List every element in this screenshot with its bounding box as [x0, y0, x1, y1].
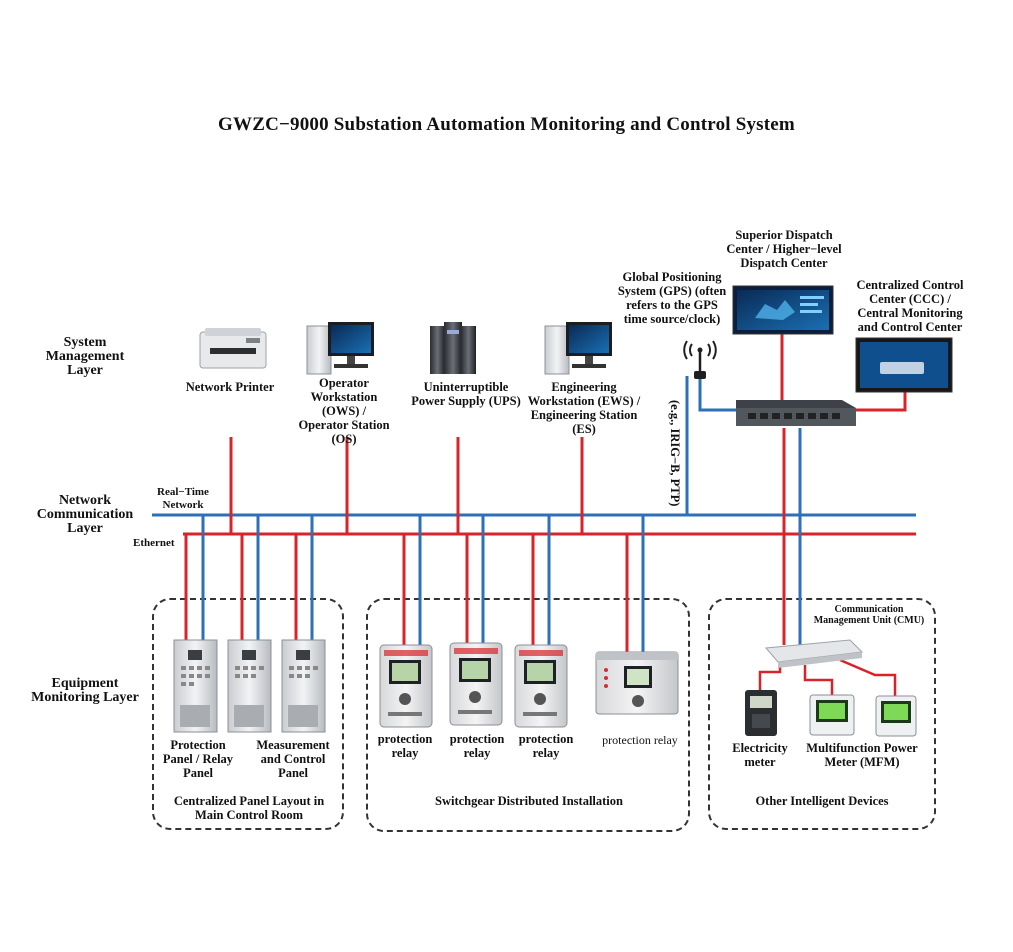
- layer-label-equipment: Equipment Monitoring Layer: [31, 676, 139, 705]
- page-title: GWZC−9000 Substation Automation Monitori…: [218, 114, 795, 135]
- dispatch-label: Superior Dispatch Center / Higher−level …: [726, 228, 842, 270]
- protection-relay-2-icon: [449, 642, 503, 726]
- network-switch-icon: [736, 400, 856, 426]
- printer-icon: [199, 328, 267, 369]
- ups-icon: [430, 322, 476, 374]
- electricity-meter-icon: [745, 690, 777, 736]
- group-other-label: Other Intelligent Devices: [755, 794, 889, 808]
- gps-antenna-icon: [683, 340, 717, 379]
- multifunction-meter-icon: [809, 694, 855, 736]
- relay4-label: protection relay: [602, 733, 678, 747]
- relay1-label: protection relay: [377, 732, 433, 760]
- mfm-label: Multifunction Power Meter (MFM): [806, 741, 918, 769]
- printer-label: Network Printer: [185, 380, 275, 394]
- system-drops: [229, 333, 907, 645]
- group-switchgear: [366, 598, 690, 832]
- realtime-network-label: Real−Time Network: [157, 486, 209, 511]
- group-centralized-panel: [152, 598, 344, 830]
- panel-drops: [184, 515, 314, 640]
- protection-panel-label: Protection Panel / Relay Panel: [162, 738, 234, 780]
- group-other-devices: [708, 598, 936, 830]
- cmu-label: Communication Management Unit (CMU): [813, 604, 925, 626]
- group-panel-label: Centralized Panel Layout in Main Control…: [173, 794, 325, 822]
- group-switchgear-label: Switchgear Distributed Installation: [435, 794, 623, 808]
- relay-drops: [402, 515, 645, 652]
- multifunction-meter-2-icon: [875, 695, 917, 737]
- workstation-icon: [306, 322, 374, 375]
- relay2-label: protection relay: [449, 732, 505, 760]
- protection-panel-icon: [173, 639, 218, 733]
- protection-relay-1-icon: [379, 644, 433, 728]
- measurement-panel-icon: [281, 639, 326, 733]
- ews-label: Engineering Workstation (EWS) / Engineer…: [527, 380, 641, 436]
- layer-label-network: Network Communication Layer: [36, 493, 134, 536]
- gps-protocol-label: (e.g., IRIG−B, PTP): [668, 399, 682, 507]
- protection-relay-4-icon: [595, 651, 679, 715]
- relay3-label: protection relay: [518, 732, 574, 760]
- ups-label: Uninterruptible Power Supply (UPS): [411, 380, 521, 408]
- ethernet-label: Ethernet: [133, 537, 175, 549]
- measurement-panel-label: Measurement and Control Panel: [256, 738, 330, 780]
- dispatch-display-icon: [732, 285, 834, 335]
- meter-label: Electricity meter: [732, 741, 788, 769]
- engineering-workstation-icon: [544, 322, 612, 375]
- ccc-display-icon: [855, 337, 953, 393]
- protection-relay-3-icon: [514, 644, 568, 728]
- relay-panel-icon: [227, 639, 272, 733]
- cmu-icon: [764, 639, 864, 668]
- layer-label-system: System Management Layer: [45, 335, 125, 378]
- gps-label: Global Positioning System (GPS) (often r…: [617, 270, 727, 326]
- ows-label: Operator Workstation (OWS) / Operator St…: [298, 376, 390, 446]
- ccc-label: Centralized Control Center (CCC) / Centr…: [856, 278, 964, 334]
